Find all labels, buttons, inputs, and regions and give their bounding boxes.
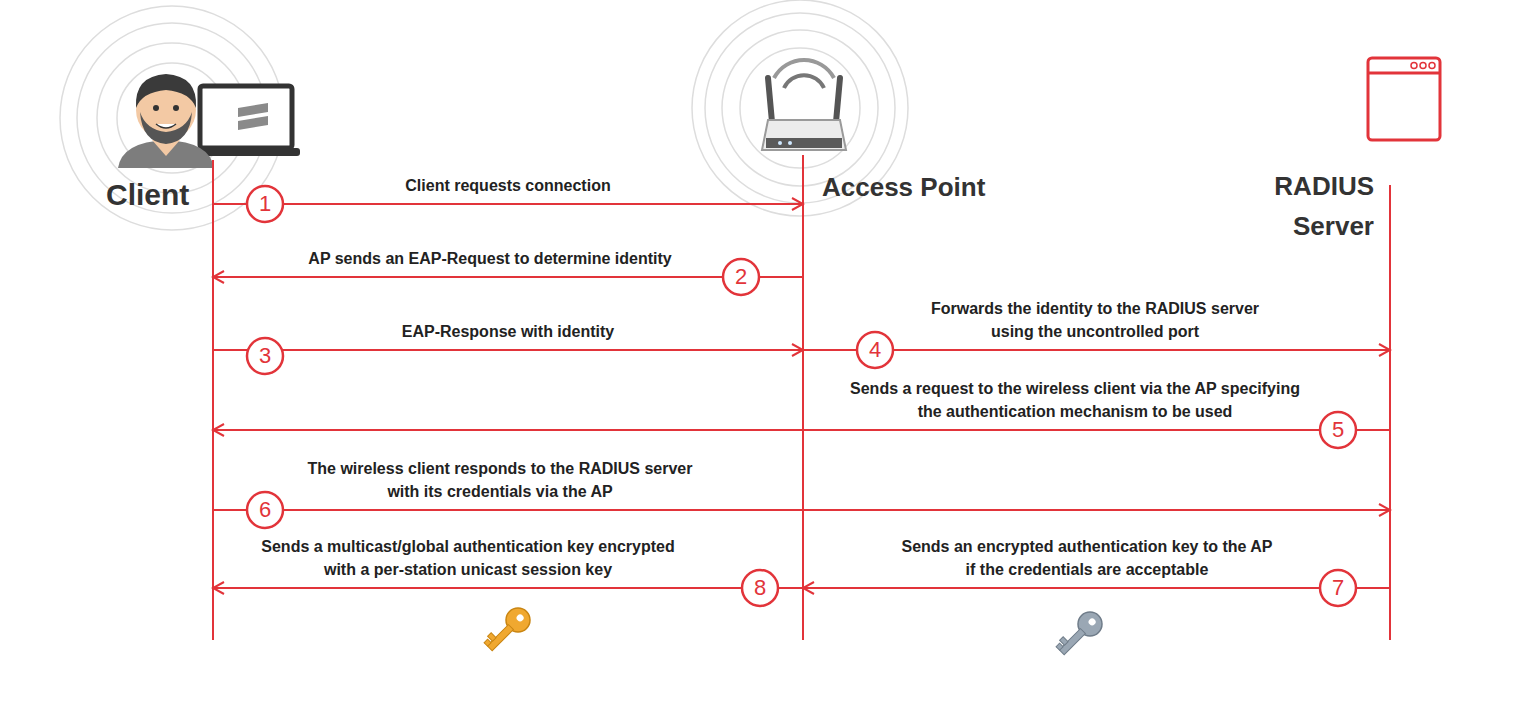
message-label: Client requests connection (308, 174, 708, 197)
key-shaft (1059, 629, 1085, 655)
participant-name: RADIUS Server (1254, 166, 1374, 246)
router-wave (774, 60, 834, 78)
message-label: Forwards the identity to the RADIUS serv… (925, 297, 1265, 343)
callout-number: 8 (740, 568, 780, 608)
laptop-screen (200, 86, 292, 148)
screen-bar (238, 116, 268, 130)
key-tooth (484, 639, 491, 646)
server-window (1368, 58, 1440, 140)
callout-number: 6 (245, 490, 285, 530)
message-arrow (213, 276, 803, 278)
callout-number: 3 (245, 336, 285, 376)
step-circle: 1 (245, 184, 285, 224)
callout-number: 7 (1318, 568, 1358, 608)
message-label: EAP-Response with identity (308, 320, 708, 343)
server-window-bar (1368, 72, 1440, 75)
person-eye (173, 105, 179, 111)
callout-number: 1 (245, 184, 285, 224)
callout-number: 4 (855, 330, 895, 370)
participant: Client (106, 177, 189, 213)
window-dot (1420, 63, 1426, 69)
key-icon (481, 603, 535, 657)
step-circle: 7 (1318, 568, 1358, 608)
message-arrow (213, 349, 803, 351)
participant-name: Access Point (822, 170, 985, 204)
window-dot (1429, 63, 1435, 69)
step-circle: 3 (245, 336, 285, 376)
participant: RADIUS Server (1254, 166, 1374, 246)
message-arrow (213, 509, 1390, 511)
step-circle: 2 (721, 257, 761, 297)
person-body (118, 140, 214, 168)
router-band (766, 138, 842, 148)
signal-ring (722, 30, 878, 186)
laptop-icon (188, 86, 300, 156)
message-arrow (213, 587, 803, 589)
callout-number: 2 (721, 257, 761, 297)
lifeline (802, 155, 804, 640)
window-dot (1411, 63, 1417, 69)
person-icon (118, 74, 214, 168)
router-light (788, 141, 792, 145)
lifelines (213, 155, 1390, 640)
message-arrow (803, 587, 1390, 589)
signal-ring (740, 48, 860, 168)
router-antenna (836, 78, 840, 122)
person-smile (156, 124, 176, 128)
participant-name: Client (106, 177, 189, 213)
router-wave (784, 75, 824, 88)
step-circle: 4 (855, 330, 895, 370)
router-body (762, 120, 846, 150)
key-icon (1053, 607, 1107, 661)
step-circle: 5 (1318, 410, 1358, 450)
router-light (778, 141, 782, 145)
key-hole (515, 613, 525, 623)
screen-bar (238, 103, 268, 117)
message-label: AP sends an EAP-Request to determine ide… (230, 247, 750, 270)
step-circle: 6 (245, 490, 285, 530)
callout-number: 5 (1318, 410, 1358, 450)
person-eye (153, 105, 159, 111)
router-icon (762, 60, 846, 150)
key-tooth (1056, 643, 1063, 650)
key-shaft (487, 625, 513, 651)
step-circle: 8 (740, 568, 780, 608)
key-hole (1087, 617, 1097, 627)
lifeline (212, 160, 214, 640)
server-icon (1368, 58, 1440, 140)
message-label: Sends a request to the wireless client v… (845, 377, 1305, 423)
person-hair (136, 74, 196, 108)
message-label: The wireless client responds to the RADI… (300, 457, 700, 503)
router-antenna (768, 78, 772, 122)
message-arrow (213, 203, 803, 205)
lifeline (1389, 185, 1391, 640)
message-label: Sends a multicast/global authentication … (258, 535, 678, 581)
message-arrow (213, 429, 1390, 431)
person-beard (140, 112, 192, 144)
message-label: Sends an encrypted authentication key to… (900, 535, 1275, 581)
participant: Access Point (822, 170, 985, 204)
